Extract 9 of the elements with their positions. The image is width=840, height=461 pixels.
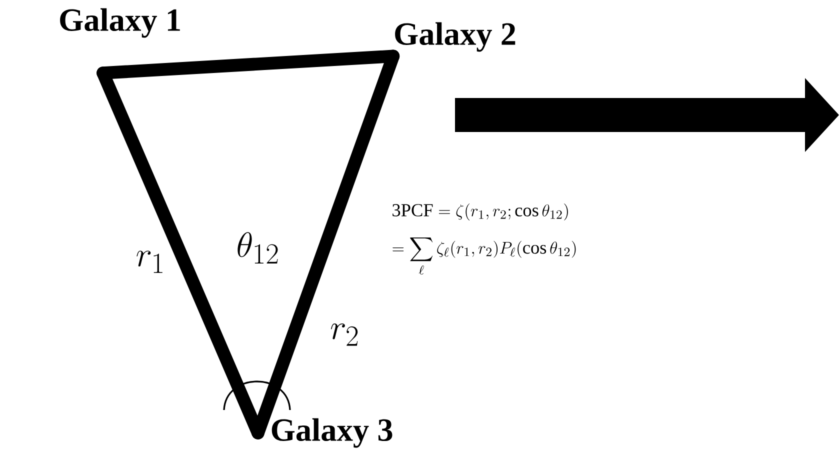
angle-label: $\theta_{12}$ bbox=[238, 232, 278, 264]
galaxy-label: Galaxy 3 bbox=[272, 418, 392, 448]
galaxy-label: Galaxy 2 bbox=[395, 22, 516, 52]
formula: $= \sum_{\ell} \zeta_{\ell}(r_1, r_2) P_{\ell}(\cos\theta_{12})$ bbox=[392, 238, 576, 275]
galaxy-label: Galaxy 1 bbox=[60, 8, 180, 38]
edge-label: $r_1$ bbox=[136, 250, 162, 273]
triangle-side bbox=[252, 50, 400, 440]
edge-label: $r_2$ bbox=[331, 324, 358, 346]
formula: $\mathrm{3PCF} = \zeta(r_1, r_2; \cos\theta_{12})$ bbox=[392, 204, 568, 220]
